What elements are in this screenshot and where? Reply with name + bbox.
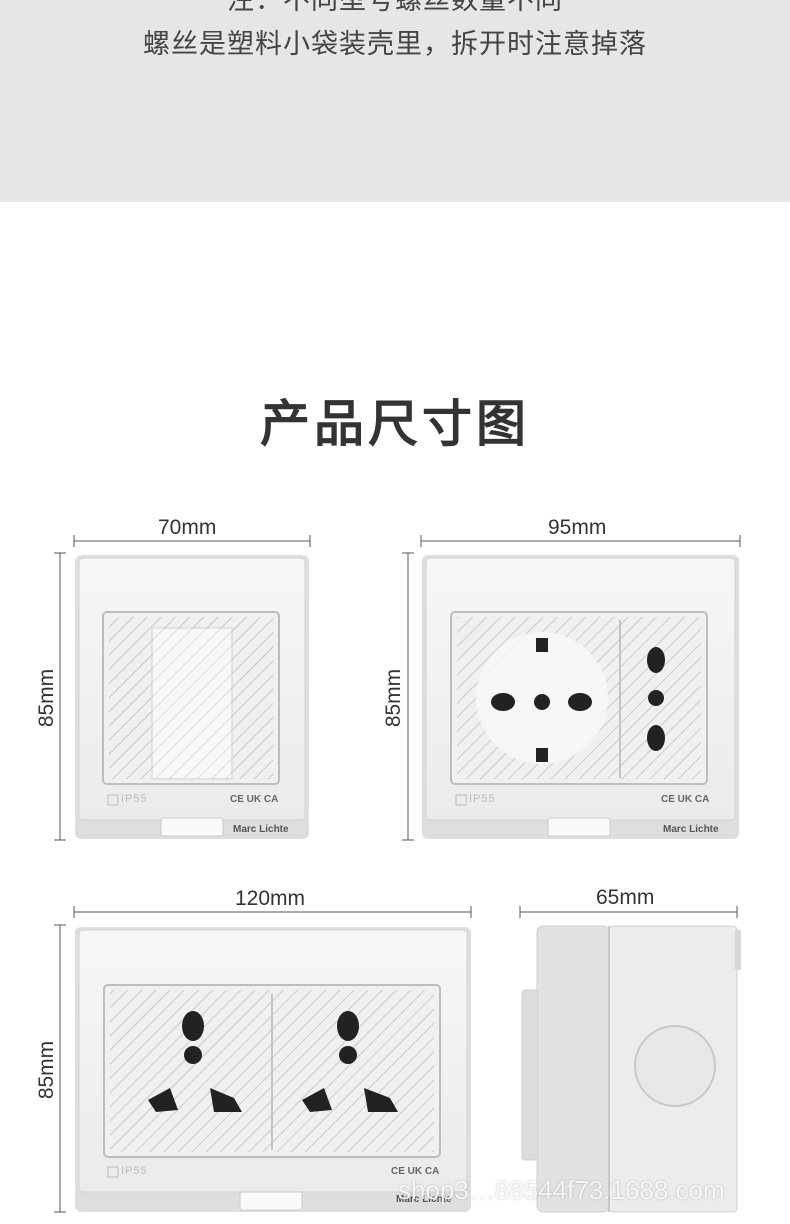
section-title: 产品尺寸图 xyxy=(260,395,530,453)
product-3-double-socket-box xyxy=(75,927,471,1212)
brand-logo-3: Marc Lichte xyxy=(396,1194,452,1205)
note-line-1: 注：不同型号螺丝数量不同 xyxy=(227,0,563,16)
cert-marks-3: CE UK CA xyxy=(391,1166,440,1177)
brand-logo-2: Marc Lichte xyxy=(663,824,719,835)
dim-width-product-1: 70mm xyxy=(158,516,217,539)
ip-rating-3: IP55 xyxy=(121,1165,148,1177)
cert-marks-1: CE UK CA xyxy=(230,794,279,805)
watermark: shop3…88544f73.1688.com xyxy=(398,1175,725,1205)
dim-depth-side-view: 65mm xyxy=(596,886,655,909)
note-line-2: 螺丝是塑料小袋装壳里，拆开时注意掉落 xyxy=(143,29,647,60)
brand-logo-1: Marc Lichte xyxy=(233,824,289,835)
notes-banner: 注：不同型号螺丝数量不同 螺丝是塑料小袋装壳里，拆开时注意掉落 xyxy=(0,0,790,202)
ip-rating-2: IP55 xyxy=(469,793,496,805)
side-view-box xyxy=(521,925,741,1213)
product-2-socket-box xyxy=(422,555,739,839)
dimension-lines xyxy=(54,535,741,1213)
ip-rating-1: IP55 xyxy=(121,793,148,805)
dim-width-product-3: 120mm xyxy=(235,887,306,910)
product-1-switch-box xyxy=(75,555,309,839)
cert-marks-2: CE UK CA xyxy=(661,794,710,805)
dim-width-product-2: 95mm xyxy=(548,516,607,539)
